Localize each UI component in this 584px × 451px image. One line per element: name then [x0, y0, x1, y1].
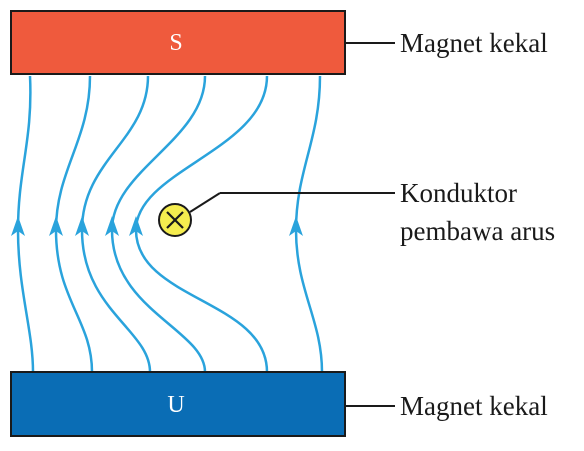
- conductor-leader: [189, 192, 221, 213]
- up-arrow-icon: [49, 216, 63, 236]
- up-arrow-icon: [105, 216, 119, 236]
- up-arrow-icon: [75, 216, 89, 236]
- bottom-magnet-body: [10, 371, 346, 437]
- field-line-6: [294, 75, 324, 373]
- top-magnet-pole-label: S: [169, 30, 182, 56]
- field-line-2: [54, 75, 94, 373]
- bottom-magnet-label: Magnet kekal: [400, 391, 548, 421]
- up-arrow-icon: [11, 216, 25, 236]
- top-magnet-body: [10, 10, 346, 75]
- conductor-label-line1: Konduktor: [400, 178, 517, 208]
- up-arrow-icon: [129, 216, 143, 236]
- up-arrow-icon: [289, 216, 303, 236]
- conductor-label-line2: pembawa arus: [400, 216, 555, 246]
- field-arrows: [11, 216, 303, 236]
- field-line-5: [134, 75, 269, 373]
- current-carrying-conductor: [158, 203, 192, 237]
- callout-leaders: [189, 42, 395, 407]
- bottom-magnet-pole-label: U: [167, 392, 184, 418]
- top-magnet-label: Magnet kekal: [400, 28, 548, 58]
- top-magnet: S: [10, 10, 346, 75]
- bottom-magnet: U: [10, 371, 346, 437]
- cross-current-into-page-icon: [166, 211, 184, 229]
- field-line-3: [80, 75, 152, 373]
